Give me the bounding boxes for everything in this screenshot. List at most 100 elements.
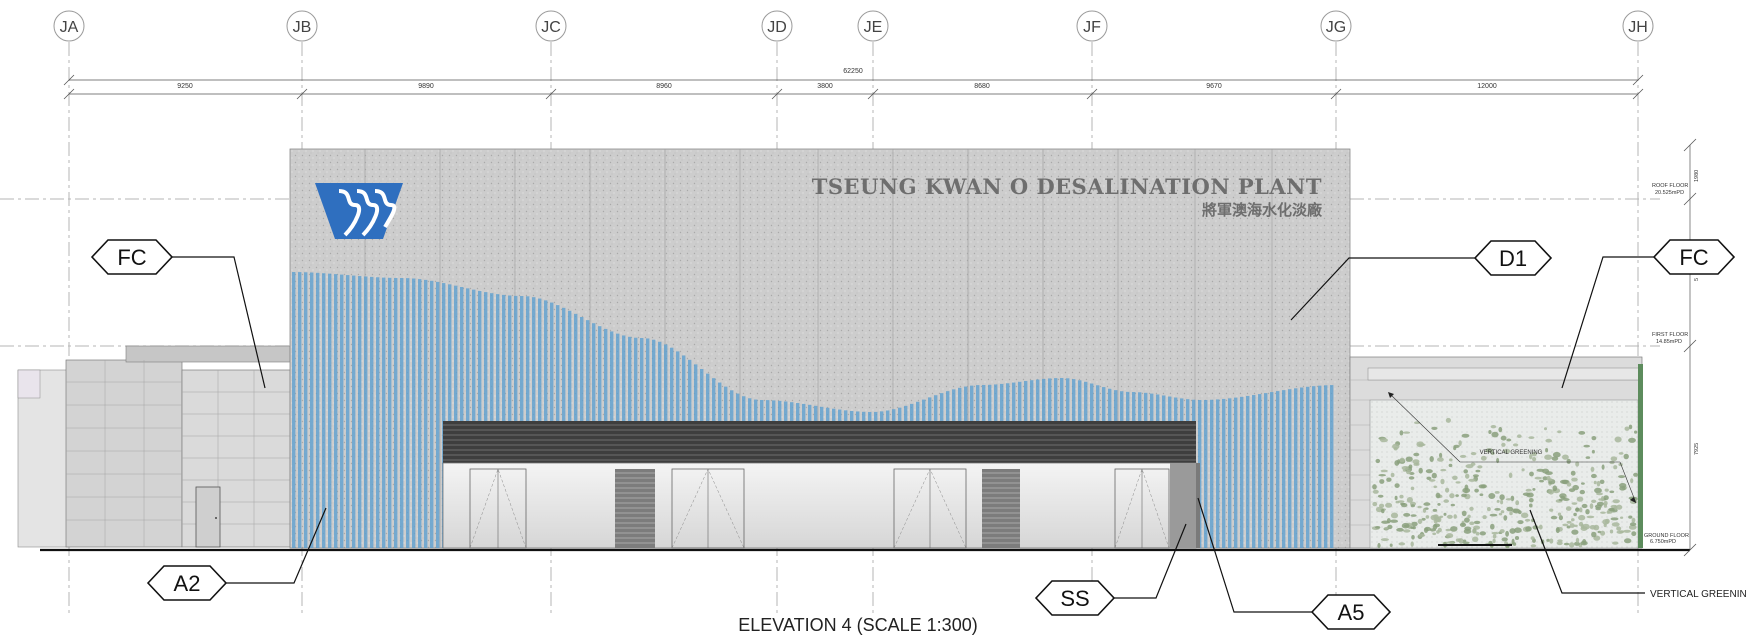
- left-annex: [17, 345, 291, 548]
- fin: [1276, 391, 1280, 548]
- fin: [1288, 389, 1292, 548]
- grid-label: JA: [60, 19, 79, 36]
- fin: [1330, 385, 1334, 548]
- fin: [346, 275, 350, 548]
- door-2: [671, 468, 745, 549]
- grid-label: JE: [864, 19, 883, 36]
- grid-bubble-jb: JB: [286, 10, 318, 42]
- tag-fc-left: FC: [90, 239, 266, 389]
- dimension-span: 12000: [1477, 83, 1497, 90]
- level-ground-value: 6.750mPD: [1650, 539, 1676, 545]
- vertical-greening-plants: [1371, 417, 1639, 549]
- fin: [1318, 385, 1322, 548]
- fin: [1234, 397, 1238, 548]
- tag-a5: A5: [1197, 497, 1392, 630]
- fin: [1228, 398, 1232, 548]
- vertical-greening-note-line1: VERTICAL GREENING: [1480, 450, 1543, 456]
- fin: [352, 275, 356, 548]
- level-markers: ROOF FLOOR 20.525mPD FIRST FLOOR 14.85mP…: [1644, 138, 1700, 557]
- tag-ss-label: SS: [1060, 586, 1089, 611]
- dimension-spans: 9250 9890 8960 3800 8680 9670 12000: [63, 83, 1644, 100]
- grid-label: JF: [1083, 19, 1101, 36]
- level-roof-label: ROOF FLOOR: [1652, 183, 1688, 189]
- door-1: [469, 468, 527, 549]
- fin: [394, 277, 398, 548]
- tag-fc-right-label: FC: [1679, 245, 1708, 270]
- tag-ss: SS: [1034, 523, 1187, 616]
- fin: [442, 283, 446, 548]
- drawing-caption: ELEVATION 4 (SCALE 1:300): [738, 615, 977, 635]
- grid-bubble-jg: JG: [1320, 10, 1352, 42]
- grid-bubble-jh: JH: [1622, 10, 1654, 42]
- fin: [304, 272, 308, 548]
- fin: [1306, 386, 1310, 548]
- fin: [1204, 399, 1208, 548]
- tag-fc-right: FC: [1561, 239, 1736, 389]
- tag-a2-label: A2: [174, 571, 201, 596]
- fin: [472, 289, 476, 548]
- fin: [364, 276, 368, 548]
- fin: [400, 278, 404, 548]
- grid-label: JC: [541, 19, 561, 36]
- grid-label: JB: [293, 19, 312, 36]
- fin: [466, 288, 470, 548]
- fin: [388, 277, 392, 548]
- fin: [478, 290, 482, 548]
- fin: [454, 285, 458, 548]
- vertical-dim-1: 1980: [1694, 170, 1700, 182]
- fin: [1210, 399, 1214, 548]
- grid-label: JD: [767, 19, 787, 36]
- tag-d1: D1: [1290, 240, 1553, 321]
- fin: [358, 276, 362, 548]
- dimension-overall: 62250: [63, 68, 1644, 86]
- door-4: [1114, 468, 1170, 549]
- fin: [490, 293, 494, 548]
- fin: [430, 280, 434, 548]
- tag-a2: A2: [146, 507, 327, 601]
- dimension-span: 8960: [656, 83, 672, 90]
- fin: [1222, 398, 1226, 548]
- vertical-greening-callout: VERTICAL GREENIN: [1529, 509, 1747, 600]
- fin: [328, 273, 332, 548]
- fin: [418, 279, 422, 548]
- fin: [1240, 396, 1244, 548]
- fin: [1258, 394, 1262, 548]
- level-roof-value: 20.525mPD: [1655, 190, 1684, 196]
- tag-d1-label: D1: [1499, 246, 1527, 271]
- tag-a5-label: A5: [1338, 600, 1365, 625]
- fin: [376, 277, 380, 548]
- fin: [310, 272, 314, 548]
- building-sign-english: TSEUNG KWAN O DESALINATION PLANT: [812, 174, 1322, 199]
- dimension-span: 9890: [418, 83, 434, 90]
- tag-fc-left-label: FC: [117, 245, 146, 270]
- fin: [1246, 395, 1250, 548]
- fin: [340, 274, 344, 548]
- dimension-overall-value: 62250: [843, 68, 863, 75]
- fin: [460, 287, 464, 548]
- louvre-band: [443, 421, 1196, 463]
- fin: [484, 292, 488, 548]
- vertical-greening-note: VERTICAL GREENING: [1388, 392, 1637, 504]
- fin: [1270, 392, 1274, 548]
- fin: [406, 278, 410, 548]
- vertical-dim-3: 7925: [1694, 443, 1700, 455]
- fin: [382, 277, 386, 548]
- fin: [1252, 395, 1256, 548]
- grid-bubble-ja: JA: [53, 10, 85, 42]
- grid-bubble-jd: JD: [761, 10, 793, 42]
- fin: [1264, 393, 1268, 548]
- fin: [436, 281, 440, 548]
- dimension-span: 9670: [1206, 83, 1222, 90]
- fin: [1324, 385, 1328, 548]
- fin: [292, 272, 296, 548]
- dimension-span: 3800: [817, 83, 833, 90]
- vertical-greening-callout-label: VERTICAL GREENIN: [1650, 589, 1747, 600]
- fin: [370, 276, 374, 548]
- fin: [1282, 390, 1286, 548]
- fin: [334, 274, 338, 548]
- fin: [1216, 399, 1220, 548]
- level-first-label: FIRST FLOOR: [1652, 332, 1688, 338]
- fin: [1294, 388, 1298, 548]
- podium: [442, 462, 1200, 549]
